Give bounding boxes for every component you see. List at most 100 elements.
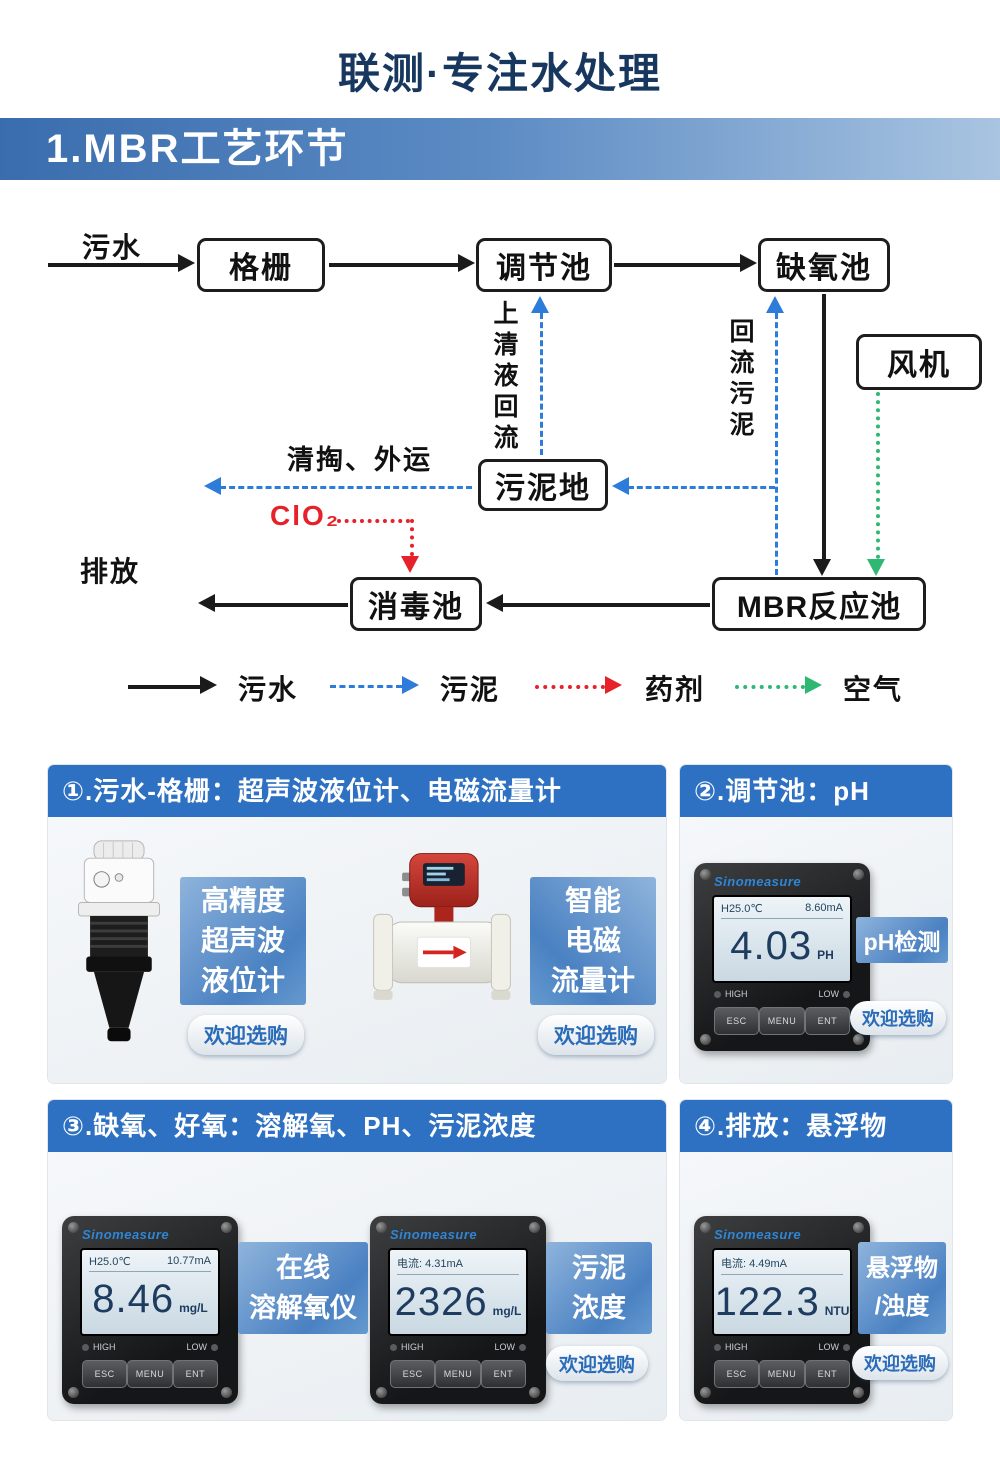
card2-header: ②.调节池：pH <box>680 765 952 817</box>
indicator-row: HIGH LOW <box>714 989 850 999</box>
sludge-return-label: 回流污泥 <box>726 318 754 442</box>
screw-icon <box>529 1387 540 1398</box>
arrow-head <box>531 296 549 313</box>
menu-button: MENU <box>127 1360 173 1388</box>
screw-icon <box>853 1222 864 1233</box>
card-anoxic-aerobic: ③.缺氧、好氧：溶解氧、PH、污泥浓度 Sinomeasure H25.0℃ 1… <box>48 1100 666 1420</box>
arrow-line <box>614 263 740 267</box>
screw-icon <box>68 1222 79 1233</box>
lcd-value: 122.3 <box>714 1280 820 1324</box>
node-grid: 格栅 <box>197 238 325 292</box>
screw-icon <box>853 1387 864 1398</box>
dissolved-oxygen-meter-device: Sinomeasure H25.0℃ 10.77mA 8.46 mg/L HIG… <box>62 1216 238 1404</box>
indicator-row: HIGH LOW <box>714 1342 850 1352</box>
clo2-label: ClO₂ <box>270 500 341 531</box>
lcd-temperature: H25.0℃ <box>721 903 763 915</box>
lcd-value: 2326 <box>394 1280 488 1324</box>
brand-logo: Sinomeasure <box>82 1227 170 1242</box>
high-indicator: HIGH <box>714 1342 748 1352</box>
lcd-main-row: 122.3 NTU <box>715 1277 850 1327</box>
supernatant-return-label: 上清液回流 <box>490 300 518 455</box>
arrow-head <box>198 594 215 612</box>
legend-sewage-line <box>128 685 200 689</box>
screw-icon <box>376 1222 387 1233</box>
label-line: 在线 <box>276 1253 330 1283</box>
arrow-head <box>458 254 475 272</box>
node-anoxic-pool: 缺氧池 <box>758 238 890 292</box>
card-regulating-ph: ②.调节池：pH Sinomeasure H25.0℃ 8.60mA 4.03 … <box>680 765 952 1083</box>
low-indicator: LOW <box>494 1342 526 1352</box>
low-label: LOW <box>494 1342 515 1352</box>
lcd-unit: mg/L <box>492 1304 522 1318</box>
low-indicator: LOW <box>818 989 850 999</box>
card1-header: ①.污水-格栅：超声波液位计、电磁流量计 <box>48 765 666 817</box>
menu-button: MENU <box>759 1360 805 1388</box>
buy-button-sludge[interactable]: 欢迎选购 <box>546 1346 649 1381</box>
label-line: 溶解氧仪 <box>249 1293 357 1323</box>
lcd-main-row: 2326 mg/L <box>394 1277 522 1327</box>
indicator-dot <box>519 1343 526 1351</box>
node-sludge-pit: 污泥地 <box>478 459 608 511</box>
menu-button: MENU <box>435 1360 481 1388</box>
esc-button: ESC <box>82 1360 128 1388</box>
screw-icon <box>221 1387 232 1398</box>
buy-button-ss[interactable]: 欢迎选购 <box>852 1346 948 1380</box>
node-mbr-reactor: MBR反应池 <box>712 577 926 631</box>
high-label: HIGH <box>725 1342 748 1352</box>
arrow-line <box>540 313 543 455</box>
high-indicator: HIGH <box>714 989 748 999</box>
buy-button-ph[interactable]: 欢迎选购 <box>850 1001 946 1035</box>
lcd-screen: H25.0℃ 10.77mA 8.46 mg/L <box>80 1248 220 1336</box>
button-row: ESC MENU ENT <box>714 1360 850 1388</box>
lcd-current: 10.77mA <box>166 1255 211 1267</box>
lcd-value: 8.46 <box>92 1277 175 1321</box>
low-indicator: LOW <box>186 1342 218 1352</box>
arrow-line <box>628 486 775 489</box>
buy-button-ultrasonic[interactable]: 欢迎选购 <box>188 1015 304 1055</box>
button-row: ESC MENU ENT <box>714 1007 850 1035</box>
lcd-screen: 电流: 4.49mA 122.3 NTU <box>712 1248 852 1336</box>
ph-meter-device: Sinomeasure H25.0℃ 8.60mA 4.03 PH HIGH L… <box>694 863 870 1051</box>
legend-sludge-line <box>330 685 402 688</box>
lcd-current: 电流: 4.31mA <box>397 1258 464 1270</box>
arrow-head <box>204 477 221 495</box>
legend-chemical-line <box>535 685 605 689</box>
arrow-head <box>178 254 195 272</box>
arrow-line <box>220 486 472 489</box>
ent-button: ENT <box>172 1360 218 1388</box>
page-title: 联测·专注水处理 <box>338 50 662 97</box>
indicator-row: HIGH LOW <box>82 1342 218 1352</box>
electromagnetic-flowmeter-image <box>373 853 511 1000</box>
lcd-unit: PH <box>817 948 834 962</box>
arrow-line <box>48 263 178 267</box>
high-indicator: HIGH <box>390 1342 424 1352</box>
brand-logo: Sinomeasure <box>714 1227 802 1242</box>
arrow-head <box>401 556 419 573</box>
legend-chemical-head <box>605 676 622 694</box>
indicator-dot <box>843 990 850 998</box>
high-label: HIGH <box>401 1342 424 1352</box>
indicator-dot <box>714 990 721 998</box>
label-line: 高精度 <box>200 885 285 916</box>
ent-button: ENT <box>804 1007 850 1035</box>
label-line: 浓度 <box>572 1293 626 1323</box>
arrow-line <box>410 519 414 556</box>
label-line: /浊度 <box>874 1293 930 1320</box>
high-label: HIGH <box>725 989 748 999</box>
arrow-head <box>612 477 629 495</box>
lcd-top-row: H25.0℃ 8.60mA <box>721 902 843 919</box>
buy-button-flowmeter[interactable]: 欢迎选购 <box>538 1015 654 1055</box>
arrow-head <box>813 559 831 576</box>
lcd-main-row: 4.03 PH <box>721 921 843 971</box>
screw-icon <box>700 869 711 880</box>
label-line: 超声波 <box>200 925 285 956</box>
label-line: 流量计 <box>550 965 635 996</box>
screw-icon <box>221 1222 232 1233</box>
flowmeter-label: 智能 电磁 流量计 <box>530 877 656 1005</box>
screw-icon <box>700 1034 711 1045</box>
screw-icon <box>700 1387 711 1398</box>
button-row: ESC MENU ENT <box>82 1360 218 1388</box>
card3-header: ③.缺氧、好氧：溶解氧、PH、污泥浓度 <box>48 1100 666 1152</box>
arrow-head <box>486 594 503 612</box>
lcd-top-row: 电流: 4.49mA <box>721 1255 843 1275</box>
